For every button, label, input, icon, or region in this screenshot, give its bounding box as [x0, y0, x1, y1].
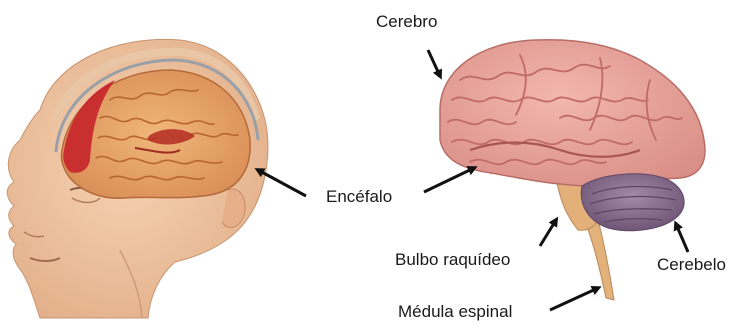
label-encefalo: Encéfalo	[326, 187, 393, 206]
brain-illustration	[439, 38, 706, 301]
arrow-encefalo-left	[254, 168, 307, 198]
arrow-cerebelo	[673, 220, 690, 253]
label-cerebro: Cerebro	[376, 12, 438, 31]
arrow-bulbo	[538, 216, 559, 247]
label-bulbo-raquideo: Bulbo raquídeo	[395, 250, 511, 269]
pointer-arrows	[254, 49, 690, 312]
arrow-encefalo-right	[423, 166, 478, 194]
arrow-cerebro	[426, 49, 443, 80]
head-illustration	[6, 38, 269, 319]
label-medula-espinal: Médula espinal	[398, 302, 513, 321]
label-cerebelo: Cerebelo	[657, 255, 726, 274]
arrow-medula	[549, 285, 602, 312]
